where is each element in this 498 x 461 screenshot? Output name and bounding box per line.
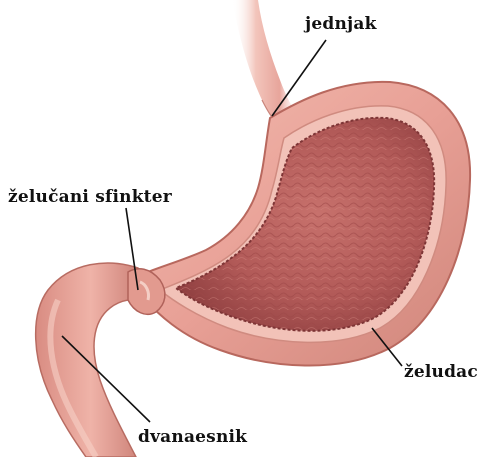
label-pyloric-sphincter: želučani sfinkter xyxy=(8,187,172,207)
stomach-inner-lining xyxy=(176,118,434,331)
label-stomach: želudac xyxy=(404,362,478,382)
label-esophagus: jednjak xyxy=(305,14,377,34)
label-duodenum: dvanaesnik xyxy=(138,427,247,447)
esophagus-shape xyxy=(232,0,300,124)
